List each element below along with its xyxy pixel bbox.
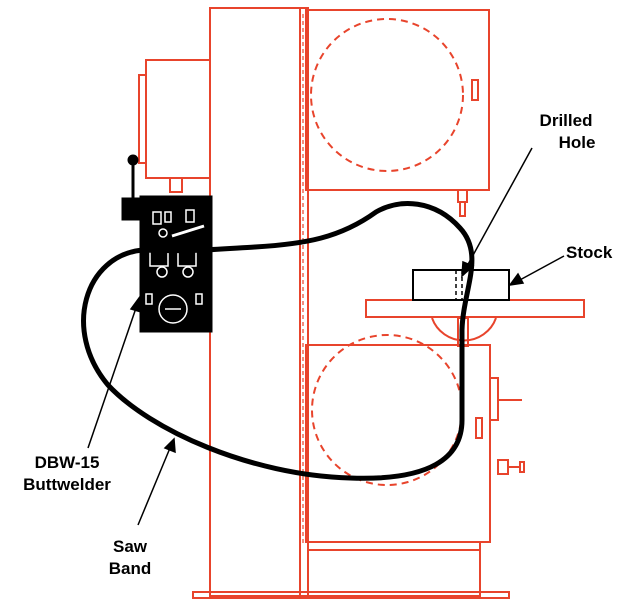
tension-knob: [457, 189, 468, 203]
buttwelder-handle-knob: [127, 154, 139, 166]
base-cabinet: [307, 541, 481, 597]
saw-band-label-line2: Band: [109, 559, 152, 578]
upper-wheel-housing: [305, 9, 490, 191]
drilled-hole-label-line2: Hole: [559, 133, 596, 152]
buttwelder-switch-3: [185, 209, 195, 223]
lower-knob-tip: [519, 461, 525, 473]
motor-box-lip: [138, 74, 147, 164]
buttwelder-dial-small: [158, 228, 168, 238]
callout-labels: Drilled Hole Stock DBW-15 Buttwelder Saw…: [23, 111, 613, 578]
stock-arrowhead: [508, 272, 525, 287]
leader-lines: [87, 147, 565, 526]
drilled-hole-arrowhead: [461, 260, 475, 278]
buttwelder-label-line1: DBW-15: [35, 453, 100, 472]
saw-band-arrowhead: [163, 437, 176, 454]
buttwelder-clamp-lever: [121, 197, 141, 221]
work-table: [365, 299, 585, 318]
side-bracket: [489, 377, 499, 421]
lower-knob: [497, 459, 509, 475]
buttwelder-label-line2: Buttwelder: [23, 475, 111, 494]
buttwelder-unit: [121, 154, 213, 333]
buttwelder-panel: [139, 195, 213, 333]
buttwelder-bottom-switch: [145, 293, 153, 305]
tension-knob-stem: [459, 201, 466, 217]
motor-box: [145, 59, 211, 179]
upper-wheel: [310, 18, 464, 172]
buttwelder-switch-1: [152, 211, 162, 225]
upper-housing-latch: [471, 79, 479, 101]
base-foot: [192, 591, 510, 599]
stock-leader: [517, 255, 565, 282]
saw-band-leader: [137, 447, 171, 526]
saw-column: [209, 7, 309, 597]
buttwelder-switch-2: [164, 211, 172, 223]
saw-band-label-line1: Saw: [113, 537, 148, 556]
buttwelder-jaw-knob-left: [156, 266, 168, 278]
drilled-hole-leader: [465, 147, 533, 269]
buttwelder-bottom-switch-2: [195, 293, 203, 305]
motor-box-hinge: [169, 177, 183, 193]
stock-piece: [412, 269, 510, 301]
buttwelder-leader: [87, 307, 137, 449]
stock-label: Stock: [566, 243, 613, 262]
buttwelder-jaw-knob-right: [182, 266, 194, 278]
drilled-hole-label-line1: Drilled: [540, 111, 593, 130]
lower-housing-latch: [475, 417, 483, 439]
buttwelder-panel-details: [145, 209, 205, 324]
buttwelder-clamp-arm: [171, 224, 205, 238]
stock-block: [412, 269, 510, 301]
saw-band: [81, 201, 475, 481]
buttwelder-arrowhead: [129, 296, 142, 314]
buttwelder-annealing-dial: [158, 294, 188, 324]
